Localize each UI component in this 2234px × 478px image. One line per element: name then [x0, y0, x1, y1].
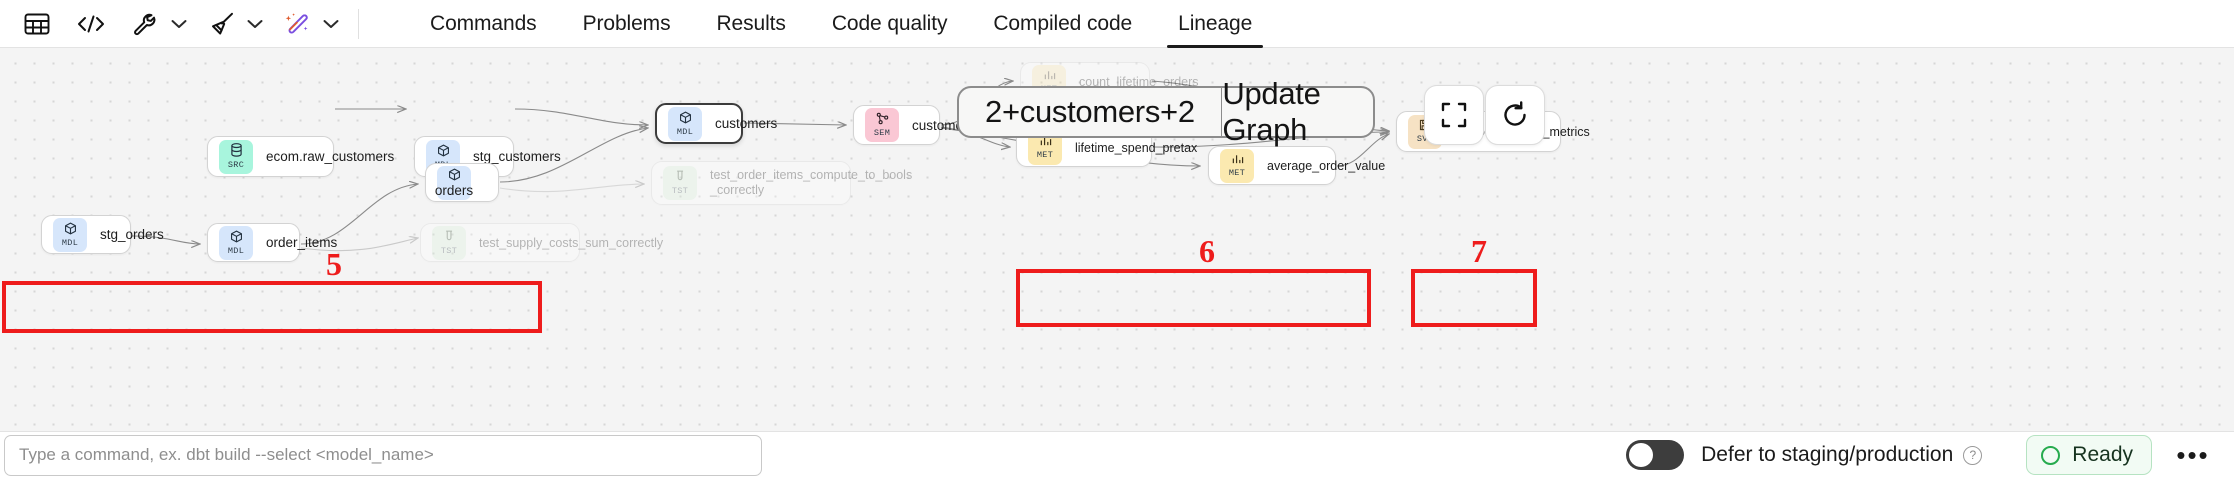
- mdl-badge-label: MDL: [61, 237, 79, 248]
- wrench-chevron-down-icon[interactable]: [166, 3, 192, 45]
- lineage-node-ecom-raw-customers[interactable]: SRC ecom.raw_customers: [207, 136, 394, 177]
- graph-selector-overlay[interactable]: 2+customers+2 Update Graph: [957, 76, 1375, 147]
- tab-compiled-code[interactable]: Compiled code: [970, 0, 1155, 48]
- lineage-node-label: lifetime_spend_pretax: [1075, 140, 1198, 155]
- command-bar: Defer to staging/production ? Ready •••: [0, 431, 2234, 478]
- lineage-node-customers-semantic[interactable]: SEM customers: [853, 105, 974, 145]
- defer-toggle-knob: [1629, 443, 1654, 467]
- toolbar-divider: [358, 8, 359, 39]
- panel-tab-list: Commands Problems Results Code quality C…: [407, 0, 1275, 48]
- lineage-node-customers-model[interactable]: MDL customers: [655, 103, 777, 144]
- broom-chevron-down-icon[interactable]: [242, 3, 268, 45]
- status-dot-icon: [2041, 445, 2061, 465]
- tab-compiled-code-label: Compiled code: [993, 11, 1133, 35]
- overlay-divider: [1220, 88, 1223, 136]
- tab-problems[interactable]: Problems: [560, 0, 694, 48]
- fit-view-button[interactable]: [1424, 85, 1484, 145]
- lineage-node-label: test_supply_costs_sum_correctly: [479, 235, 664, 250]
- mdl-badge-icon: MDL: [219, 225, 253, 260]
- defer-label: Defer to staging/production: [1701, 443, 1954, 466]
- code-view-icon[interactable]: [70, 3, 112, 45]
- met-badge-label: MET: [1228, 168, 1246, 178]
- met-badge-icon: MET: [1220, 148, 1254, 183]
- mdl-badge-icon: MDL: [668, 106, 702, 141]
- cube-icon: [437, 144, 450, 159]
- database-icon: [230, 143, 243, 159]
- wrench-icon[interactable]: [124, 3, 166, 45]
- lineage-node-label: orders: [434, 182, 474, 198]
- help-icon[interactable]: ?: [1963, 445, 1983, 465]
- sem-badge-label: SEM: [873, 128, 891, 138]
- command-bar-right: Defer to staging/production ? Ready •••: [1626, 435, 2234, 475]
- lineage-canvas[interactable]: SRC ecom.raw_customers MDL stg_customers: [0, 48, 2234, 431]
- tab-problems-label: Problems: [582, 11, 671, 35]
- mdl-badge-icon: orders: [434, 165, 474, 200]
- tab-commands-label: Commands: [430, 11, 537, 35]
- cube-icon: [679, 111, 692, 126]
- tst-badge-label: TST: [671, 186, 689, 196]
- tst-badge-icon: TST: [432, 225, 466, 260]
- src-badge-label: SRC: [227, 160, 245, 170]
- met-badge-label: MET: [1036, 150, 1054, 160]
- mdl-badge-label: MDL: [676, 126, 694, 137]
- tab-code-quality[interactable]: Code quality: [809, 0, 971, 48]
- src-badge-icon: SRC: [219, 139, 253, 174]
- test-tube-icon: [443, 230, 455, 245]
- sem-badge-icon: SEM: [865, 108, 899, 142]
- graph-selector-value[interactable]: 2+customers+2: [985, 94, 1195, 129]
- tab-lineage[interactable]: Lineage: [1155, 0, 1275, 48]
- reset-graph-button[interactable]: [1485, 85, 1545, 145]
- defer-toggle[interactable]: [1626, 440, 1685, 470]
- cube-icon: [448, 168, 461, 183]
- tab-results[interactable]: Results: [693, 0, 808, 48]
- mdl-badge-label: MDL: [227, 245, 245, 256]
- lineage-node-test-order-items[interactable]: TST test_order_items_compute_to_bools _c…: [651, 161, 912, 205]
- lineage-node-label: average_order_value: [1267, 158, 1386, 173]
- lineage-node-label: count_lifetime_orders: [1079, 74, 1199, 89]
- tst-badge-label: TST: [440, 245, 458, 256]
- bar-chart-icon: [1039, 135, 1052, 149]
- command-input[interactable]: [4, 434, 762, 476]
- lineage-node-test-supply-costs[interactable]: TST test_supply_costs_sum_correctly: [420, 223, 663, 262]
- tab-lineage-label: Lineage: [1178, 11, 1253, 35]
- lineage-node-orders[interactable]: orders: [425, 163, 499, 202]
- toolbar-icon-group: [0, 0, 373, 48]
- bar-chart-icon: [1231, 153, 1244, 167]
- lineage-node-label: stg_customers: [473, 149, 561, 164]
- mdl-badge-icon: MDL: [53, 217, 87, 252]
- tab-commands[interactable]: Commands: [407, 0, 560, 48]
- lineage-node-order-items[interactable]: MDL order_items: [207, 223, 337, 262]
- table-view-icon[interactable]: [16, 3, 58, 45]
- lineage-node-average-order-value[interactable]: MET average_order_value: [1208, 146, 1385, 185]
- lineage-node-label: order_items: [266, 235, 338, 250]
- svq-badge-label: SVQ: [1416, 134, 1434, 144]
- command-input-wrap: [4, 434, 762, 476]
- more-options-button[interactable]: •••: [2176, 439, 2210, 470]
- tab-results-label: Results: [716, 11, 786, 35]
- magic-wand-icon[interactable]: [276, 3, 318, 45]
- status-label: Ready: [2072, 443, 2133, 466]
- tst-badge-icon: TST: [663, 166, 697, 200]
- bar-chart-icon: [1043, 69, 1056, 83]
- semantic-graph-icon: [876, 112, 889, 127]
- broom-icon[interactable]: [200, 3, 242, 45]
- test-tube-icon: [674, 170, 686, 185]
- lineage-node-stg-orders[interactable]: MDL stg_orders: [41, 215, 164, 254]
- cube-icon: [64, 222, 77, 237]
- lineage-node-label: ecom.raw_customers: [266, 149, 395, 164]
- status-badge[interactable]: Ready: [2026, 435, 2152, 475]
- panel-toolbar: Commands Problems Results Code quality C…: [0, 0, 2234, 48]
- tab-code-quality-label: Code quality: [831, 11, 948, 35]
- lineage-node-label: stg_orders: [100, 227, 164, 242]
- magic-wand-chevron-down-icon[interactable]: [318, 3, 344, 45]
- update-graph-button[interactable]: Update Graph: [1222, 76, 1321, 147]
- lineage-node-label: test_order_items_compute_to_bools _corre…: [710, 168, 913, 197]
- cube-icon: [230, 230, 243, 245]
- lineage-node-label: customers: [715, 116, 778, 131]
